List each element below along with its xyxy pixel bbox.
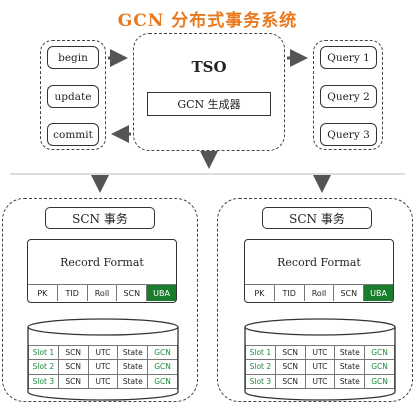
record-field-scn: SCN (117, 285, 148, 301)
trx-cell: SCN (275, 346, 306, 361)
trx-cell: SCN (58, 360, 89, 375)
record-field-roll: Roll (88, 285, 118, 301)
query-2-button[interactable]: Query 2 (320, 85, 377, 108)
trx-cell: Slot 1 (29, 346, 59, 361)
node-right-panel (217, 198, 413, 402)
node-left-trx-cylinder (27, 318, 179, 401)
node-right-trx-cylinder (244, 318, 396, 401)
record-format-title: Record Format (60, 255, 144, 269)
record-field-pk: PK (28, 285, 58, 301)
query-3-button[interactable]: Query 3 (320, 123, 377, 146)
trx-cell: Slot 3 (246, 374, 276, 389)
record-field-uba: UBA (147, 285, 176, 301)
trx-cell: State (335, 374, 366, 389)
trx-cell: UTC (88, 360, 119, 375)
node-left-panel (2, 198, 198, 402)
node-left-scn-label: SCN 事务 (45, 207, 155, 229)
record-format-title: Record Format (277, 255, 361, 269)
trx-cell: State (118, 346, 149, 361)
trx-cell: SCN (275, 374, 306, 389)
trx-cell: UTC (88, 346, 119, 361)
trx-cell: Slot 2 (29, 360, 59, 375)
node-right-scn-label: SCN 事务 (262, 207, 372, 229)
record-fields-row: PK TID Roll SCN UBA (28, 284, 176, 301)
trx-cell: UTC (305, 360, 336, 375)
update-button[interactable]: update (47, 85, 99, 108)
query-panel (313, 40, 383, 150)
tso-panel (133, 33, 285, 151)
record-field-pk: PK (245, 285, 275, 301)
client-commands-panel (40, 40, 106, 150)
trx-cell: State (118, 374, 149, 389)
trx-cell: UTC (305, 374, 336, 389)
record-field-tid: TID (275, 285, 305, 301)
record-fields-row: PK TID Roll SCN UBA (245, 284, 393, 301)
query-1-button[interactable]: Query 1 (320, 46, 377, 69)
commit-button[interactable]: commit (47, 123, 99, 146)
record-field-tid: TID (58, 285, 88, 301)
trx-cell: SCN (58, 346, 89, 361)
trx-cell: Slot 1 (246, 346, 276, 361)
trx-cell: UTC (305, 346, 336, 361)
trx-cell: State (335, 346, 366, 361)
record-field-roll: Roll (305, 285, 335, 301)
page-title: GCN 分布式事务系统 (117, 11, 298, 31)
record-field-scn: SCN (334, 285, 365, 301)
record-field-uba: UBA (364, 285, 393, 301)
trx-cell: Slot 3 (29, 374, 59, 389)
begin-button[interactable]: begin (47, 46, 99, 69)
node-left-record-format: Record Format PK TID Roll SCN UBA (27, 239, 177, 303)
trx-cell: State (118, 360, 149, 375)
trx-cell: UTC (88, 374, 119, 389)
gcn-generator: GCN 生成器 (147, 92, 271, 116)
trx-cell: SCN (275, 360, 306, 375)
tso-label: TSO (191, 58, 227, 76)
node-right-record-format: Record Format PK TID Roll SCN UBA (244, 239, 394, 303)
trx-cell: Slot 2 (246, 360, 276, 375)
trx-cell: SCN (58, 374, 89, 389)
trx-cell: State (335, 360, 366, 375)
